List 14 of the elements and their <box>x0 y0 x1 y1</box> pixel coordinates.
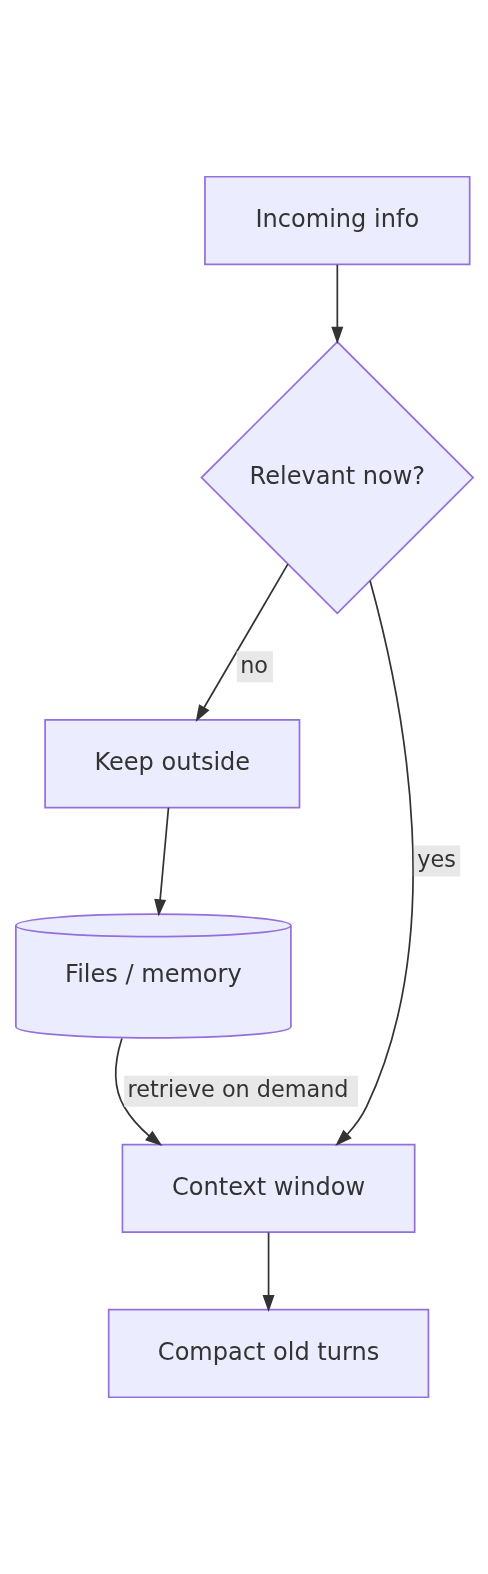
arrow <box>153 806 169 917</box>
node-box: Context window <box>121 1143 416 1234</box>
edge-label: no <box>239 651 268 678</box>
arrow <box>262 1231 275 1313</box>
arrow <box>114 1037 162 1146</box>
edge-label: retrieve on demand <box>127 1076 349 1103</box>
node-box: Compact old turns <box>107 1308 429 1399</box>
node-box: Keep outside <box>43 719 300 809</box>
edge-label: yes <box>416 845 456 872</box>
arrow <box>330 263 343 344</box>
arrow <box>195 563 289 723</box>
arrow <box>334 579 414 1147</box>
node-box: Incoming info <box>203 175 471 266</box>
node-diamond: Relevant now? <box>199 340 474 615</box>
